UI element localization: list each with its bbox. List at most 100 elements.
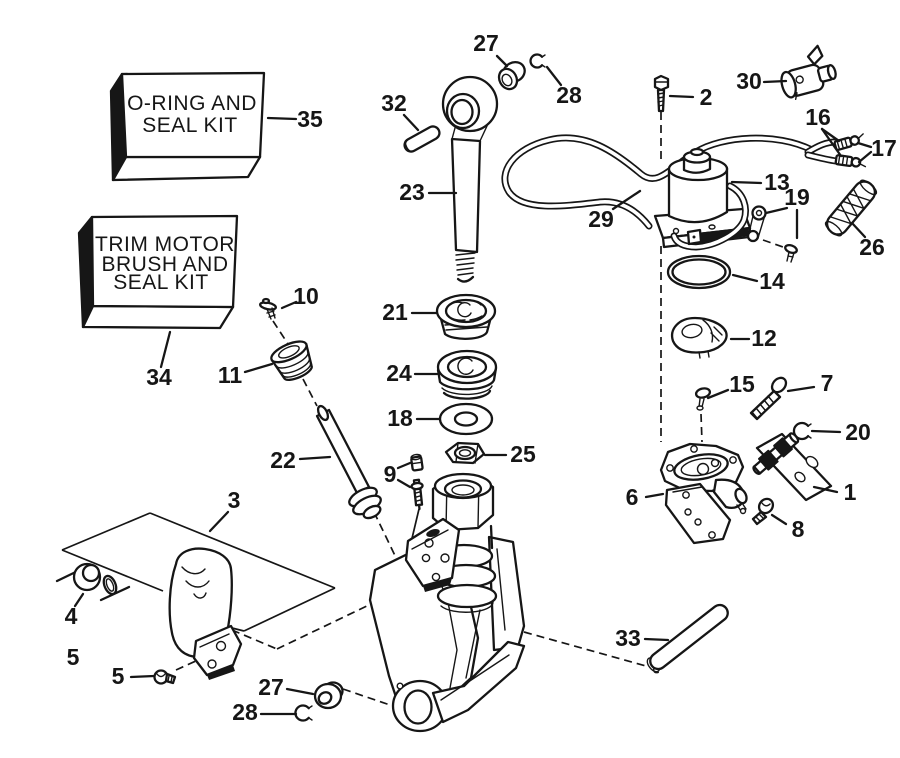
assembly-guide-line (272, 320, 289, 345)
callout-leader-35 (266, 116, 298, 121)
callout-leader-29 (611, 189, 642, 211)
cap-21 (435, 293, 497, 340)
callout-24: 24 (386, 360, 412, 386)
callout-leader-14 (731, 273, 759, 283)
callout-leader-6 (644, 492, 665, 499)
diagram-line (243, 587, 336, 632)
assembly-guide-line (276, 603, 372, 650)
callout-leader-17 (857, 150, 873, 164)
assembly-guide-line (231, 629, 278, 650)
callout-leader-11 (243, 362, 274, 374)
washer-18 (438, 402, 494, 436)
snap-ring-20 (792, 421, 812, 441)
callout-25: 25 (510, 441, 536, 467)
bushing-4 (55, 562, 131, 602)
bushing-27-top (497, 60, 526, 91)
diagram-line (61, 512, 151, 551)
screw-10 (258, 297, 278, 320)
bushing-27-bottom (313, 681, 344, 710)
callout-33: 33 (615, 625, 641, 651)
callout-leader-10 (280, 300, 298, 310)
wire-leads-16-17 (804, 133, 867, 168)
kit-box-34-label-line-3: SEAL KIT (113, 271, 208, 294)
assembly-guide-line (342, 688, 394, 707)
callout-17: 17 (871, 135, 897, 161)
terminal-icon (833, 133, 864, 152)
callout-10: 10 (293, 283, 319, 309)
callout-leader-2 (668, 94, 695, 99)
pin-32 (403, 125, 441, 153)
assembly-guide-line (373, 511, 401, 567)
callout-leader-32 (402, 113, 420, 132)
callout-leader-5 (129, 674, 156, 679)
callout-leader-19 (764, 206, 789, 215)
callout-leader-33 (643, 637, 670, 642)
callout-28: 28 (556, 82, 582, 108)
nut-25 (444, 441, 486, 465)
callout-leader-9 (396, 461, 412, 470)
callout-35: 35 (297, 106, 323, 132)
callout-23: 23 (399, 179, 425, 205)
solenoid-30 (780, 44, 837, 101)
callout-leader-27 (285, 687, 315, 696)
callout-20: 20 (845, 419, 871, 445)
callout-leader-17 (856, 141, 873, 149)
assembly-guide-line (762, 239, 787, 249)
callout-leader-1 (812, 485, 839, 494)
o-ring-14 (666, 254, 732, 290)
snap-ring-28-top (529, 53, 546, 69)
tube-22 (315, 404, 382, 520)
callout-13: 13 (764, 169, 790, 195)
callout-26: 26 (859, 234, 885, 260)
seal-11 (270, 340, 313, 382)
assembly-guide-line (302, 378, 318, 407)
sleeve-26 (824, 179, 878, 237)
callout-34: 34 (146, 364, 172, 390)
callout-leader-8 (770, 513, 788, 526)
callout-3: 3 (228, 487, 241, 513)
callout-leader-9 (396, 478, 412, 489)
callout-15: 15 (729, 371, 755, 397)
callout-leader-22 (298, 455, 332, 461)
callout-11: 11 (218, 362, 243, 388)
callout-9: 9 (384, 461, 397, 487)
guide-lines (61, 112, 787, 707)
kit-box-34-label-line-1: TRIM MOTOR (95, 233, 235, 256)
lever-19 (746, 205, 798, 263)
assembly-guide-line (700, 413, 703, 443)
callout-leader-13 (730, 180, 763, 185)
callout-28: 28 (232, 699, 258, 725)
callout-leader-27 (495, 54, 509, 68)
screw-8 (751, 497, 775, 526)
diagram-line (231, 627, 245, 632)
callout-22: 22 (270, 447, 296, 473)
screw-5 (153, 669, 177, 685)
callout-5: 5 (67, 644, 80, 670)
callout-4: 4 (65, 603, 78, 629)
callout-16: 16 (805, 104, 831, 130)
kit-box-35-label-line-2: SEAL KIT (142, 114, 237, 137)
callout-5: 5 (112, 663, 125, 689)
bolt-7 (749, 376, 788, 421)
assembly-guide-line (175, 659, 199, 671)
shaft-23 (441, 75, 499, 283)
kit-box-35-label-line-1: O-RING AND (127, 92, 257, 115)
diagram-line (149, 512, 336, 589)
callout-leader-34 (159, 330, 172, 369)
cam-12 (670, 316, 728, 359)
callout-6: 6 (626, 484, 639, 510)
callout-27: 27 (258, 674, 284, 700)
callout-leader-28 (545, 65, 563, 87)
snap-ring-28-bottom (294, 704, 313, 722)
kit-box-34-label-line-2: BRUSH AND (101, 253, 228, 276)
assembly-guide-line (523, 631, 647, 667)
callout-7: 7 (821, 370, 834, 396)
callout-leader-20 (810, 429, 842, 434)
pin-33 (646, 603, 729, 674)
callout-leader-15 (706, 388, 730, 400)
callout-1: 1 (844, 479, 857, 505)
callout-12: 12 (751, 325, 777, 351)
callout-leader-26 (850, 221, 867, 239)
